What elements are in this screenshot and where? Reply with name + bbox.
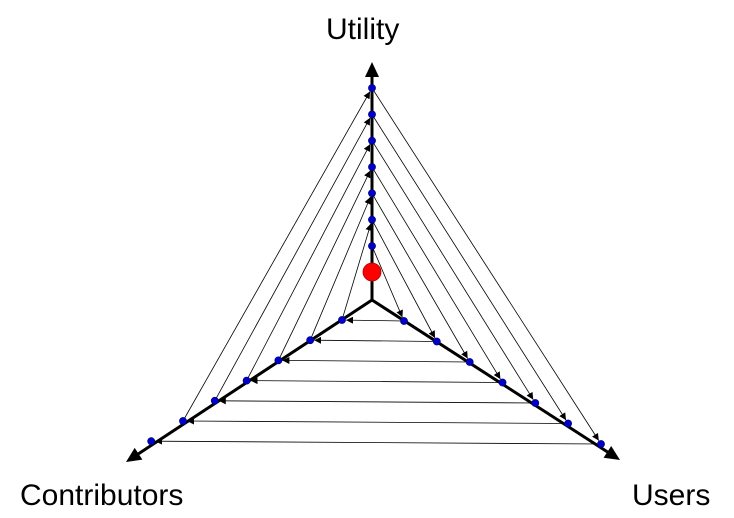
- level-node-contributors-5: [210, 396, 219, 405]
- flow-line-utility-to-users-3: [371, 166, 501, 380]
- level-node-users-6: [564, 419, 572, 428]
- flow-line-users-to-contributors-1: [314, 336, 437, 344]
- axis-label-utility: Utility: [326, 13, 400, 46]
- level-node-contributors-1: [338, 316, 346, 324]
- level-node-users-3: [465, 358, 474, 366]
- level-node-contributors-7: [147, 437, 156, 446]
- axis-label-contributors: Contributors: [20, 479, 184, 512]
- flow-line-contributors-to-utility-4: [214, 117, 371, 401]
- flow-line-users-to-contributors-0: [345, 316, 405, 324]
- flow-line-users-to-contributors-4: [218, 397, 536, 405]
- level-node-contributors-2: [306, 336, 315, 345]
- flow-line-contributors-to-utility-1: [309, 196, 371, 341]
- flow-line-users-to-contributors-2: [282, 356, 470, 364]
- level-node-users-7: [597, 440, 605, 448]
- level-node-users-5: [531, 399, 540, 407]
- flow-line-utility-to-users-0: [371, 245, 403, 318]
- flow-line-utility-to-users-2: [371, 193, 469, 359]
- level-node-contributors-3: [274, 356, 283, 365]
- flow-line-utility-to-users-4: [371, 140, 534, 400]
- flow-line-utility-to-users-5: [371, 114, 567, 421]
- level-node-users-4: [498, 378, 507, 387]
- level-node-utility-5: [368, 136, 376, 145]
- level-nodes: [147, 84, 605, 448]
- level-node-utility-1: [368, 242, 376, 250]
- axis-line-contributors: [137, 298, 374, 456]
- axis-label-users: Users: [632, 479, 711, 512]
- axis-arrowhead-utility: [365, 62, 379, 77]
- start-marker: [362, 262, 382, 282]
- axis-arrowhead-contributors: [126, 447, 143, 462]
- level-node-utility-3: [368, 189, 376, 198]
- level-node-contributors-6: [179, 417, 187, 425]
- flow-line-contributors-to-utility-3: [246, 144, 371, 381]
- flow-line-users-to-contributors-3: [250, 377, 503, 385]
- flow-lines: [155, 87, 602, 445]
- level-node-contributors-4: [242, 376, 251, 385]
- axis-arrowhead-users: [603, 446, 620, 460]
- flow-line-contributors-to-utility-0: [341, 223, 373, 321]
- level-node-utility-4: [368, 163, 376, 171]
- flow-line-contributors-to-utility-2: [278, 170, 371, 361]
- level-node-users-1: [400, 317, 408, 325]
- level-node-utility-2: [368, 215, 376, 224]
- flow-line-users-to-contributors-5: [186, 417, 569, 425]
- level-node-utility-6: [368, 110, 376, 119]
- center-group: [362, 262, 382, 282]
- flow-line-contributors-to-utility-5: [182, 91, 371, 422]
- flow-line-utility-to-users-1: [371, 219, 436, 339]
- level-node-utility-7: [368, 84, 376, 92]
- flow-line-utility-to-users-6: [371, 87, 600, 441]
- flow-line-users-to-contributors-6: [155, 437, 602, 445]
- level-node-users-2: [432, 337, 441, 346]
